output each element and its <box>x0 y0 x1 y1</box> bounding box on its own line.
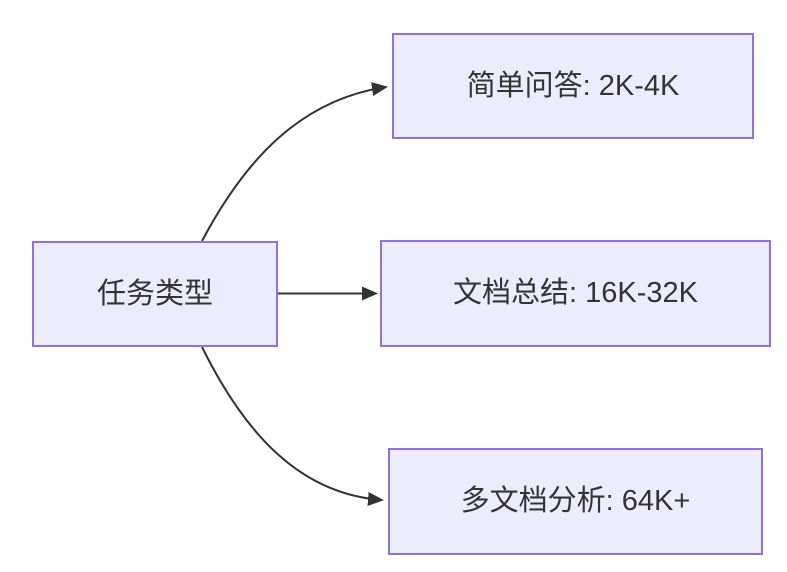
node-simple-qa-label: 简单问答: 2K-4K <box>466 69 680 102</box>
node-multi-doc-analysis-label: 多文档分析: 64K+ <box>460 485 691 518</box>
node-simple-qa: 简单问答: 2K-4K <box>392 33 754 139</box>
node-multi-doc-analysis: 多文档分析: 64K+ <box>388 448 763 555</box>
node-task-type: 任务类型 <box>32 241 278 347</box>
node-doc-summary: 文档总结: 16K-32K <box>380 240 771 347</box>
node-task-type-label: 任务类型 <box>96 277 213 310</box>
edge-task-type-to-simple-qa <box>201 82 388 242</box>
node-doc-summary-label: 文档总结: 16K-32K <box>453 277 698 310</box>
edge-task-type-to-multi-doc-analysis <box>201 346 384 506</box>
